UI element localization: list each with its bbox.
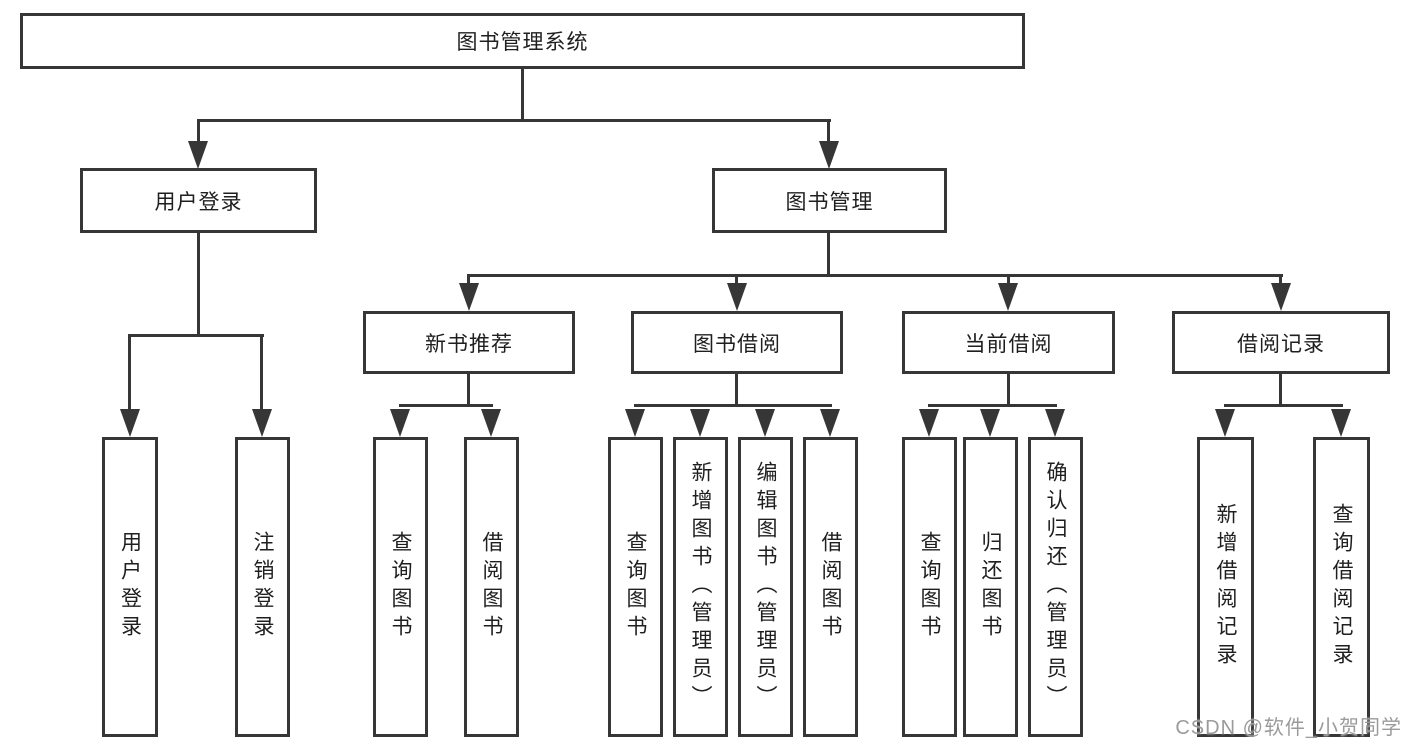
connector-book-borrowing-stem	[735, 374, 738, 406]
node-borrow-books: 借阅图书	[803, 437, 858, 737]
arrowhead	[120, 409, 140, 437]
arrowhead	[1271, 283, 1291, 311]
connector-borrowing-records-stem	[1279, 374, 1282, 406]
node-library-management-system: 图书管理系统	[20, 13, 1025, 69]
arrowhead	[820, 409, 840, 437]
connector-current-borrowing-stem	[1007, 374, 1010, 406]
connector-borrowing-records-bar	[1224, 404, 1343, 407]
node-add-borrow-record: 新增借阅记录	[1197, 437, 1254, 737]
node-edit-books-admin: 编辑图书（管理员）	[738, 437, 793, 737]
node-user-login: 用户登录	[80, 168, 317, 233]
connector-user-login-bar	[128, 334, 264, 337]
connector-new-book-bar	[399, 404, 493, 407]
node-book-management: 图书管理	[712, 168, 947, 233]
node-label: 用户登录	[154, 190, 243, 214]
arrowhead	[1045, 409, 1065, 437]
connector-root-bar	[197, 119, 831, 122]
connector-stem-borrowing-records	[1279, 274, 1282, 287]
node-label: 借阅图书	[480, 531, 503, 643]
node-query-books-recommend: 查询图书	[373, 437, 428, 737]
node-label: 图书管理	[785, 190, 874, 214]
node-query-books-current: 查询图书	[902, 437, 957, 737]
arrowhead	[980, 409, 1000, 437]
connector-book-borrowing-bar	[634, 404, 832, 407]
node-label: 查询图书	[624, 531, 647, 643]
node-label: 归还图书	[979, 531, 1002, 643]
node-borrow-books-recommend: 借阅图书	[464, 437, 519, 737]
connector-stem-current-borrowing	[1007, 274, 1010, 287]
arrowhead	[1215, 409, 1235, 437]
node-label: 查询借阅记录	[1330, 503, 1353, 671]
connector-root-stem	[521, 69, 524, 122]
connector-current-borrowing-bar	[928, 404, 1057, 407]
connector-stem-book-management	[827, 119, 830, 145]
node-query-books-borrowing: 查询图书	[608, 437, 663, 737]
node-book-borrowing: 图书借阅	[631, 311, 843, 374]
connector-stem-book-borrowing	[735, 274, 738, 287]
arrowhead	[919, 409, 939, 437]
node-label: 查询图书	[389, 531, 412, 643]
connector-book-management-stem	[827, 233, 830, 277]
arrowhead	[188, 141, 208, 169]
arrowhead	[390, 409, 410, 437]
node-label: 查询图书	[918, 531, 941, 643]
connector-stem-user-login	[197, 119, 200, 145]
arrowhead	[481, 409, 501, 437]
connector-book-management-bar	[467, 274, 1283, 277]
node-new-book-recommendation: 新书推荐	[363, 311, 575, 374]
node-query-borrow-record: 查询借阅记录	[1313, 437, 1370, 737]
arrowhead	[998, 283, 1018, 311]
arrowhead	[819, 141, 839, 169]
node-label: 注销登录	[251, 531, 274, 643]
node-label: 新增图书（管理员）	[689, 461, 712, 713]
node-current-borrowing: 当前借阅	[902, 311, 1115, 374]
connector-stem-logout-leaf	[260, 334, 263, 412]
arrowhead	[459, 283, 479, 311]
node-label: 借阅记录	[1237, 332, 1325, 356]
connector-stem-new-book	[467, 274, 470, 287]
node-label: 编辑图书（管理员）	[754, 461, 777, 713]
node-borrowing-records: 借阅记录	[1172, 311, 1390, 374]
arrowhead	[625, 409, 645, 437]
arrowhead	[252, 409, 272, 437]
connector-user-login-stem	[197, 233, 200, 336]
node-label: 用户登录	[118, 531, 142, 643]
node-label: 当前借阅	[964, 332, 1053, 356]
node-label: 借阅图书	[819, 531, 842, 643]
node-user-login-leaf: 用户登录	[102, 437, 158, 737]
arrowhead	[1331, 409, 1351, 437]
arrowhead	[727, 283, 747, 311]
node-confirm-return-admin: 确认归还（管理员）	[1028, 437, 1083, 737]
node-label: 确认归还（管理员）	[1044, 461, 1067, 713]
node-add-books-admin: 新增图书（管理员）	[673, 437, 728, 737]
connector-stem-login-leaf	[128, 334, 131, 412]
node-label: 新书推荐	[425, 332, 513, 356]
arrowhead	[755, 409, 775, 437]
node-label: 图书管理系统	[456, 31, 589, 54]
connector-new-book-stem	[467, 374, 470, 406]
node-logout: 注销登录	[235, 437, 290, 737]
watermark-text: CSDN @软件_小贺同学	[1175, 717, 1402, 739]
node-return-books: 归还图书	[963, 437, 1018, 737]
arrowhead	[690, 409, 710, 437]
node-label: 图书借阅	[693, 332, 781, 356]
node-label: 新增借阅记录	[1214, 503, 1237, 671]
